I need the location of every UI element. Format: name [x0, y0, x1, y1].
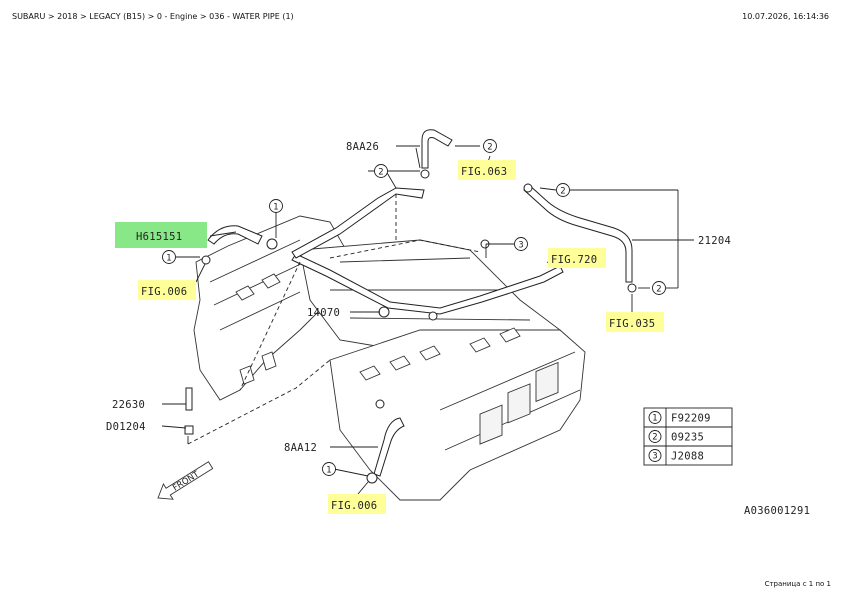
legend-part[interactable]: J2088 [671, 451, 704, 463]
highlight-fig035 [606, 312, 664, 332]
highlight-fig006-bottom [328, 494, 386, 514]
callout-3: 3 [514, 237, 528, 251]
callout-2-right: 2 [556, 183, 570, 197]
callout-1-bottom: 1 [322, 462, 336, 476]
svg-text:2: 2 [378, 168, 383, 178]
link-fig063[interactable]: FIG.063 [461, 166, 507, 178]
label-h615151[interactable]: H615151 [136, 231, 182, 243]
highlight-fig720 [548, 248, 606, 268]
svg-text:3: 3 [518, 241, 523, 251]
highlight-h615151 [115, 222, 207, 248]
svg-text:1: 1 [273, 203, 278, 213]
link-fig006-bottom[interactable]: FIG.006 [331, 500, 377, 512]
legend-table: 1 F92209 2 09235 3 J2088 [643, 407, 733, 466]
link-fig035[interactable]: FIG.035 [609, 318, 655, 330]
svg-text:2: 2 [652, 433, 657, 443]
label-21204[interactable]: 21204 [698, 235, 731, 247]
label-22630[interactable]: 22630 [112, 399, 145, 411]
link-fig720[interactable]: FIG.720 [551, 254, 597, 266]
diagram-code: A036001291 [744, 505, 810, 517]
legend-part[interactable]: F92209 [671, 413, 711, 425]
svg-text:2: 2 [487, 143, 492, 153]
svg-text:2: 2 [560, 187, 565, 197]
svg-text:1: 1 [166, 254, 171, 264]
leader-lines [161, 145, 694, 495]
legend-part[interactable]: 09235 [671, 432, 704, 444]
legend-row: 2 09235 [648, 430, 704, 444]
front-arrow: FRONT [157, 461, 214, 500]
svg-text:1: 1 [326, 466, 331, 476]
page-counter: Страница с 1 по 1 [764, 580, 831, 588]
legend-row: 1 F92209 [648, 411, 711, 425]
breadcrumb: SUBARU > 2018 > LEGACY (B15) > 0 - Engin… [12, 12, 294, 21]
engine-illustration [193, 215, 586, 501]
svg-text:1: 1 [652, 414, 657, 424]
label-8aa12[interactable]: 8AA12 [284, 442, 317, 454]
link-fig006-left[interactable]: FIG.006 [141, 286, 187, 298]
front-label: FRONT [171, 469, 202, 493]
callout-2-mid: 2 [374, 164, 388, 178]
svg-text:3: 3 [652, 452, 657, 462]
label-d01204[interactable]: D01204 [106, 421, 146, 433]
svg-text:2: 2 [656, 285, 661, 295]
label-14070[interactable]: 14070 [307, 307, 340, 319]
callout-1-left: 1 [162, 250, 176, 264]
legend-row: 3 J2088 [648, 449, 704, 463]
print-datetime: 10.07.2026, 16:14:36 [742, 12, 829, 21]
highlight-fig063 [458, 160, 516, 180]
callout-2-lower: 2 [652, 281, 666, 295]
label-8aa26[interactable]: 8AA26 [346, 141, 379, 153]
hoses [184, 129, 637, 484]
callout-1-h615151: 1 [269, 199, 283, 213]
callout-2-top: 2 [483, 139, 497, 153]
highlight-fig006-left [138, 280, 196, 300]
